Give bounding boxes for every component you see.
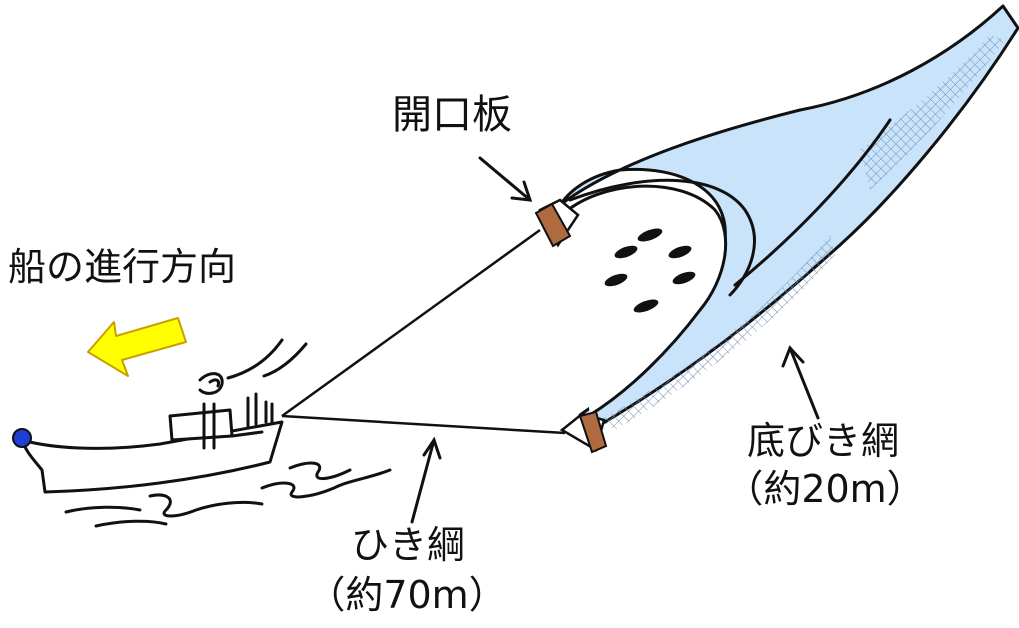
otter-board-lower (559, 410, 608, 454)
pointer-arrow-board (478, 156, 533, 202)
fish-icon (668, 245, 692, 259)
ship-direction-label: 船の進行方向 (8, 245, 237, 289)
tow-rope-lower (281, 414, 566, 435)
trawl-net-length-label: （約20m） (725, 467, 925, 511)
pointer-arrow-rope (410, 436, 442, 524)
net-mouth (560, 184, 728, 417)
fish-icon (672, 271, 696, 285)
otter-board-upper (534, 198, 580, 248)
tow-rope-length-label: （約70m） (307, 573, 507, 617)
net-inner-seam (568, 178, 756, 297)
pointer-arrow-net (781, 345, 820, 420)
fishing-boat-icon (20, 338, 308, 494)
tow-rope-upper (281, 228, 541, 418)
fish-icon (633, 299, 659, 313)
trawl-net-label: 底びき網 (746, 419, 899, 463)
fish-icon (614, 245, 638, 259)
net-inner-seam-2 (733, 118, 892, 287)
net-mesh-tail (860, 35, 1005, 190)
tow-rope-label: ひき綱 (350, 523, 465, 567)
fish-icon (637, 228, 663, 242)
bow-light-icon (12, 428, 32, 448)
fish-icon (604, 273, 628, 287)
left-arrow-icon (87, 317, 187, 377)
fish-school (604, 228, 696, 313)
water-waves (64, 461, 392, 528)
net-mesh-lower (600, 235, 835, 430)
otter-board-label: 開口板 (392, 92, 512, 138)
